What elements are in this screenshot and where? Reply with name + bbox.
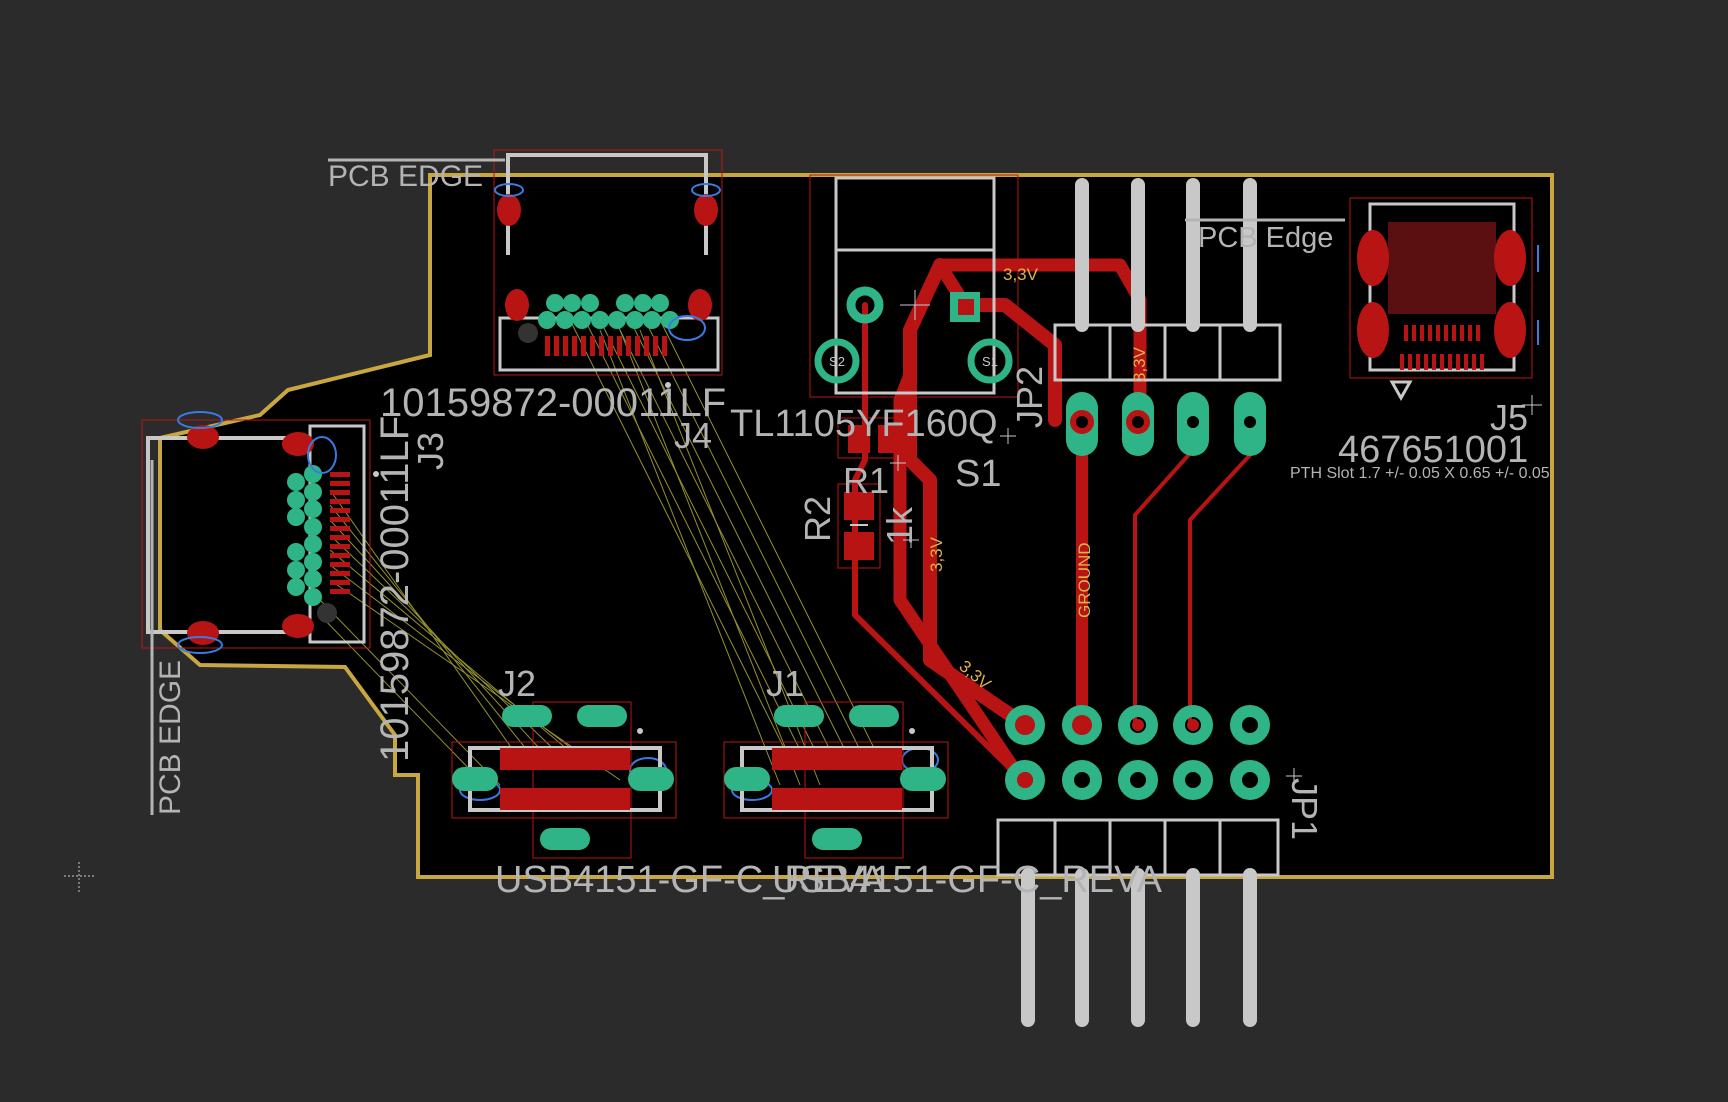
r2-ref-label: R2 [797, 496, 838, 542]
j3-part-label: 10159872-00011LF [373, 416, 417, 762]
r1-value-label: 1k [879, 506, 920, 545]
r2-resistor[interactable] [837, 483, 881, 569]
net-label-3v3-jp2: 3,3V [1130, 346, 1149, 382]
j2-usbc[interactable] [451, 701, 677, 859]
j4-part-label: 10159872-00011LF [380, 381, 726, 425]
s1-pad-a-label: S2 [829, 354, 845, 369]
jp2-ref-label: JP2 [1009, 366, 1050, 428]
net-label-3v3-top: 3,3V [1003, 265, 1039, 284]
r1-ref-label: R1 [843, 460, 889, 501]
j1-usbc[interactable] [723, 701, 949, 859]
jp1-header[interactable] [996, 705, 1280, 1027]
jp1-ref-label: JP1 [1284, 778, 1325, 840]
s1-switch[interactable]: S2 S1 [809, 174, 1019, 398]
j5-ref-label: J5 [1490, 397, 1528, 438]
net-label-ground: GROUND [1075, 542, 1094, 618]
s1-part-label: TL1105YF160Q [730, 403, 998, 445]
pcb-edge-top-label: PCB EDGE [328, 160, 483, 193]
j5-part-label: 467651001 [1338, 429, 1528, 471]
net-label-3v3-mid: 3,3V [927, 536, 946, 572]
origin-markers [890, 290, 1542, 784]
pcb-edge-left-label: PCB EDGE [154, 660, 187, 815]
edge-guide-lines [150, 158, 1345, 815]
j4-ref-label: J4 [674, 415, 712, 456]
j4-connector[interactable] [493, 149, 723, 388]
s1-pad-b-label: S1 [982, 354, 998, 369]
jp2-header[interactable] [1053, 178, 1282, 456]
cursor-crosshair-icon [64, 862, 94, 892]
j3-ref-label: J3 [410, 432, 451, 470]
pcb-edge-right-label: PCB Edge [1198, 222, 1333, 254]
keepout-markers [177, 183, 1539, 801]
s1-ref-label: S1 [955, 453, 1001, 495]
j5-connector[interactable] [1349, 197, 1533, 402]
j1-ref-label: J1 [766, 663, 804, 704]
j2-ref-label: J2 [498, 663, 536, 704]
j1-part-label: USB4151-GF-C_REVA [772, 859, 1163, 901]
j2-part-label: USB4151-GF-C_REVA [495, 859, 886, 901]
j3-connector[interactable] [141, 419, 379, 649]
j5-slot-note: PTH Slot 1.7 +/- 0.05 X 0.65 +/- 0.05 [1290, 465, 1550, 482]
r1-resistor[interactable] [837, 417, 909, 459]
